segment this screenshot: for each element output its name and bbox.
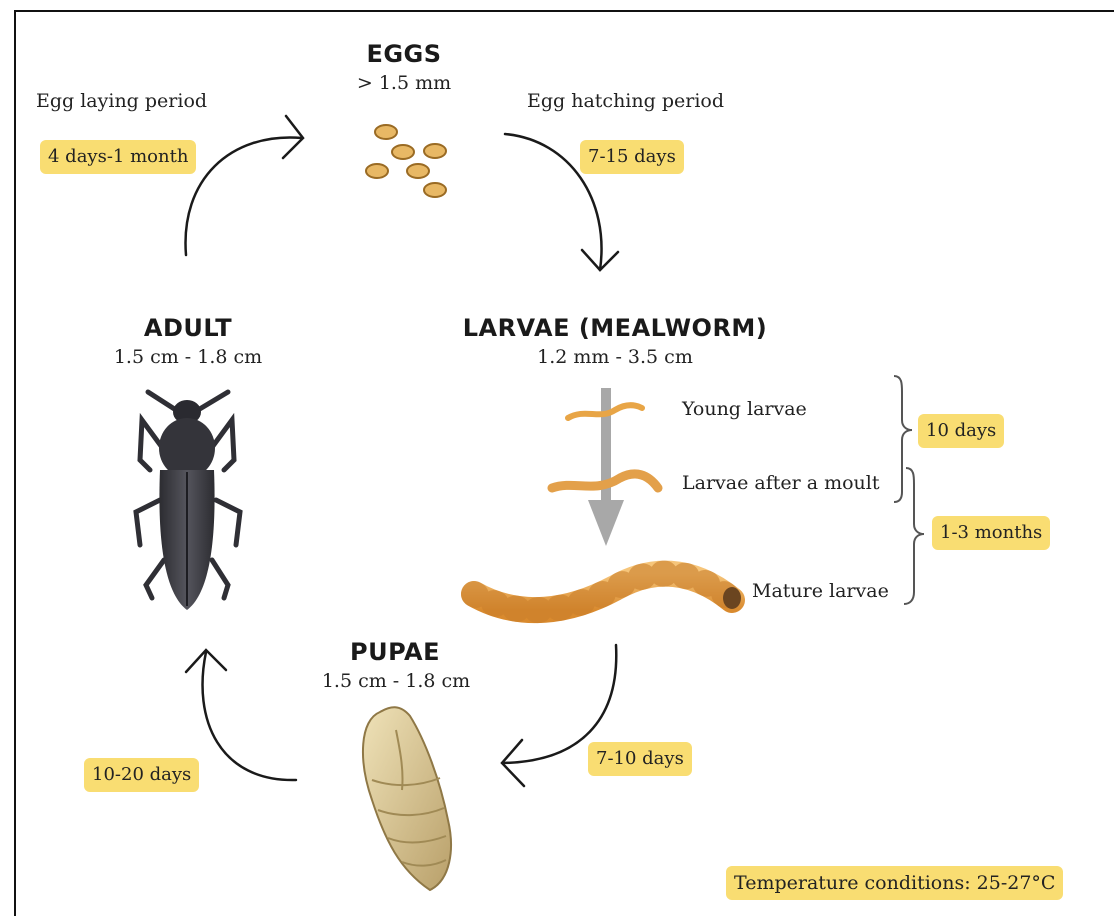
arrow-adult-to-eggs (186, 116, 303, 255)
mature-larva-illustration (474, 574, 741, 611)
adult-size: 1.5 cm - 1.8 cm (98, 346, 278, 368)
mature-larvae-label: Mature larvae (752, 580, 889, 602)
moult-to-mature-duration-badge: 1-3 months (932, 516, 1050, 550)
adult-title: ADULT (128, 314, 248, 342)
larvae-title: LARVAE (MEALWORM) (460, 314, 770, 342)
larvae-to-pupae-duration-badge: 7-10 days (588, 742, 692, 776)
pupae-title: PUPAE (340, 638, 450, 666)
beetle-illustration (136, 392, 240, 610)
young-to-moult-duration-badge: 10 days (918, 414, 1004, 448)
eggs-title: EGGS (354, 40, 454, 68)
pupae-size: 1.5 cm - 1.8 cm (306, 670, 486, 692)
pupae-to-adult-duration-badge: 10-20 days (84, 758, 199, 792)
eggs-size: > 1.5 mm (344, 72, 464, 94)
eggs-illustration (366, 125, 446, 197)
bracket-10-days (894, 376, 912, 502)
egg-hatching-label: Egg hatching period (527, 90, 724, 112)
arrow-pupae-to-adult (186, 650, 296, 780)
young-larvae-label: Young larvae (682, 398, 807, 420)
larvae-size: 1.2 mm - 3.5 cm (500, 346, 730, 368)
egg-hatching-duration-badge: 7-15 days (580, 140, 684, 174)
egg-laying-label: Egg laying period (36, 90, 207, 112)
temperature-badge: Temperature conditions: 25-27°C (726, 866, 1063, 900)
moult-larvae-label: Larvae after a moult (682, 472, 880, 494)
bracket-1-3-months (904, 468, 924, 604)
pupa-illustration (363, 707, 451, 890)
egg-laying-duration-badge: 4 days-1 month (40, 140, 196, 174)
